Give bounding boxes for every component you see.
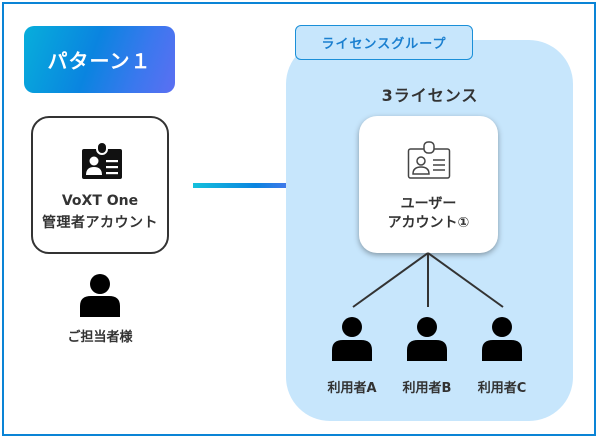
admin-account-title: VoXT One: [61, 193, 139, 209]
admin-account-subtitle: 管理者アカウント: [42, 215, 158, 231]
user-label-a: 利用者A: [327, 381, 377, 396]
connector-line-a: [352, 252, 429, 308]
person-icon: [482, 317, 522, 361]
owner-label: ご担当者様: [67, 330, 133, 345]
id-badge-filled-icon: [82, 141, 122, 179]
connector-lines: [352, 252, 504, 308]
user-label-c: 利用者C: [477, 381, 527, 396]
admin-account-card: VoXT One 管理者アカウント: [31, 116, 169, 254]
id-badge-outline-icon: [407, 141, 451, 179]
pattern-badge: パターン１: [24, 26, 175, 93]
user-account-subtitle: アカウント①: [387, 215, 470, 231]
person-icon: [332, 317, 372, 361]
person-icon: [407, 317, 447, 361]
person-icon: [80, 274, 120, 317]
connector-line-c: [427, 252, 504, 308]
user-account-card: ユーザー アカウント①: [359, 116, 498, 253]
license-count: 3ライセンス: [381, 86, 479, 105]
diagram-frame: [2, 2, 596, 436]
user-account-title: ユーザー: [400, 196, 457, 212]
license-group-tag: ライセンスグループ: [295, 25, 473, 60]
user-label-b: 利用者B: [402, 381, 452, 396]
